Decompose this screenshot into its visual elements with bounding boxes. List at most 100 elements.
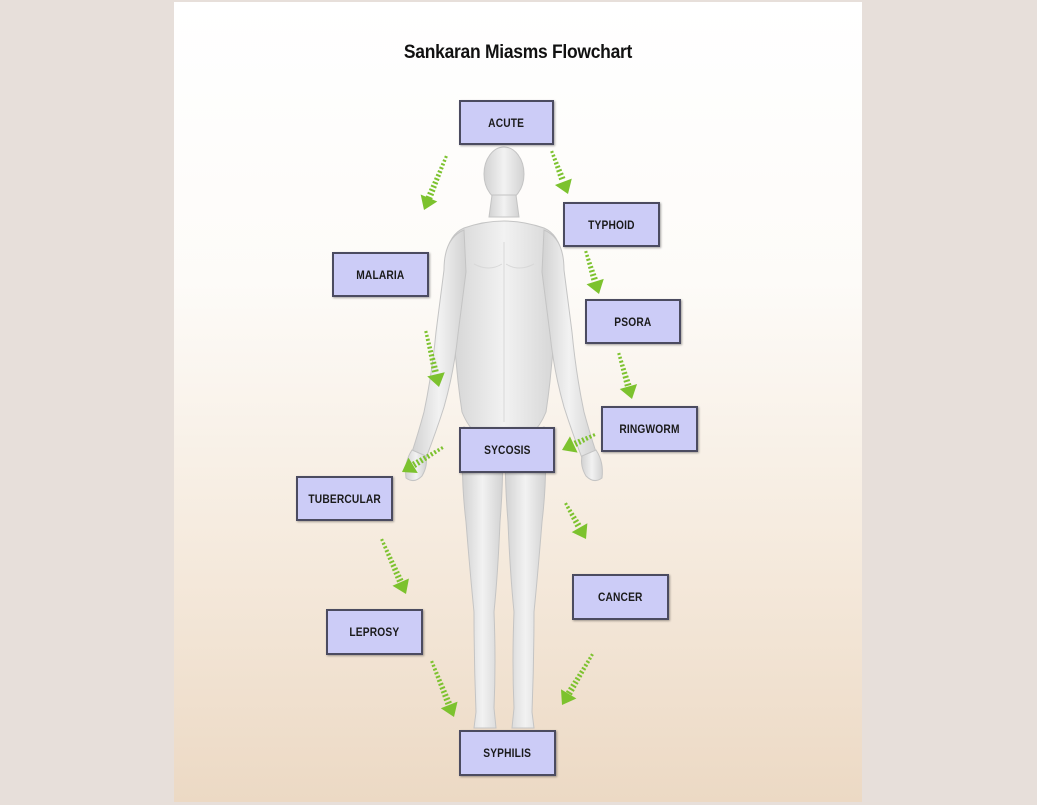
node-label: CANCER: [598, 590, 643, 604]
arrow-dash: [617, 354, 620, 355]
arrow-acute-to-malaria: [421, 156, 448, 210]
arrow-dash: [571, 684, 576, 687]
arrow-dash: [416, 460, 419, 465]
arrow-dash: [431, 661, 434, 662]
arrow-dash: [566, 507, 569, 509]
node-label: TUBERCULAR: [308, 492, 381, 506]
arrow-dash: [431, 185, 436, 187]
arrow-dash: [440, 687, 445, 689]
arrow-head: [572, 523, 588, 539]
arrow-dash: [575, 523, 581, 526]
arrow-dash: [584, 664, 588, 666]
arrow-dash: [394, 572, 400, 575]
arrow-dash: [435, 672, 439, 674]
arrow-dash: [586, 661, 589, 663]
arrow-dash: [554, 162, 558, 164]
arrow-dash: [430, 359, 435, 360]
arrow-dash: [392, 568, 397, 570]
node-ringworm: RINGWORM: [601, 406, 698, 452]
arrow-dash: [441, 447, 443, 450]
arrow-dash: [439, 683, 444, 685]
arrow-dash: [385, 550, 389, 552]
arrow-dash: [444, 698, 450, 700]
arrow-dash: [590, 435, 592, 438]
arrow-dash: [428, 351, 433, 352]
arrow-dash: [436, 676, 440, 678]
arrow-dash: [587, 263, 591, 264]
arrow-dash: [427, 347, 431, 348]
arrow-dash: [588, 658, 591, 660]
arrow-dash: [569, 688, 575, 691]
arrow-dash: [427, 343, 431, 344]
arrow-dash: [384, 547, 387, 549]
arrow-dash: [434, 178, 439, 180]
arrow-dash: [445, 702, 451, 705]
arrow-dash: [625, 384, 632, 386]
arrow-dash: [425, 335, 428, 336]
arrow-dash: [593, 434, 594, 437]
node-cancer: CANCER: [572, 574, 669, 620]
arrow-dash: [426, 339, 430, 340]
arrow-dash: [388, 557, 392, 559]
arrow-dash: [430, 362, 436, 363]
arrow-dash: [621, 369, 626, 370]
arrow-dash: [434, 450, 436, 453]
node-label: RINGWORM: [619, 422, 679, 436]
arrow-dash: [428, 193, 434, 196]
node-label: SYCOSIS: [484, 443, 531, 457]
node-psora: PSORA: [585, 299, 681, 344]
arrow-head: [427, 372, 445, 387]
node-malaria: MALARIA: [332, 252, 429, 297]
arrow-dash: [568, 510, 572, 512]
arrow-head: [555, 179, 572, 194]
arrow-ringworm-to-sycosis: [562, 434, 595, 453]
node-label: PSORA: [614, 315, 651, 329]
arrow-dash: [441, 691, 446, 693]
arrow-dash: [591, 654, 594, 656]
arrow-dash: [580, 671, 584, 673]
arrow-dash: [570, 513, 574, 515]
node-label: SYPHILIS: [484, 746, 532, 760]
arrow-dash: [432, 665, 435, 666]
arrow-dash: [555, 166, 560, 168]
arrow-dash: [588, 267, 593, 269]
arrow-dash: [574, 441, 577, 447]
arrow-dash: [624, 380, 630, 382]
arrow-dash: [586, 436, 588, 440]
arrow-tubercular-to-leprosy: [381, 539, 409, 594]
node-label: LEPROSY: [350, 625, 400, 639]
node-label: MALARIA: [356, 268, 404, 282]
arrow-dash: [578, 439, 581, 444]
arrow-dash: [590, 274, 596, 276]
arrow-dash: [436, 175, 441, 177]
arrow-dash: [573, 520, 578, 523]
node-sycosis: SYCOSIS: [459, 427, 555, 473]
arrow-dash: [429, 355, 434, 356]
arrow-dash: [438, 171, 442, 173]
arrow-dash: [423, 456, 426, 461]
arrow-dash: [582, 668, 586, 670]
arrow-leprosy-to-syphilis: [431, 661, 458, 717]
arrow-dash: [438, 449, 440, 452]
arrow-dash: [382, 543, 385, 544]
arrow-dash: [558, 173, 564, 175]
node-leprosy: LEPROSY: [326, 609, 423, 655]
arrow-head: [587, 279, 604, 294]
node-typhoid: TYPHOID: [563, 202, 660, 247]
arrow-dash: [389, 561, 394, 563]
arrow-dash: [565, 503, 568, 505]
arrow-dash: [577, 674, 581, 677]
arrow-dash: [432, 370, 439, 372]
arrow-cancer-to-syphilis: [561, 654, 593, 705]
arrow-head: [441, 702, 458, 717]
arrow-dash: [397, 579, 403, 582]
arrow-dash: [557, 170, 562, 172]
arrow-dash: [443, 694, 449, 696]
arrow-dash: [391, 564, 396, 566]
node-label: ACUTE: [489, 116, 525, 130]
node-acute: ACUTE: [459, 100, 554, 145]
arrow-dash: [445, 156, 448, 157]
arrow-dash: [395, 575, 401, 578]
node-label: TYPHOID: [588, 218, 635, 232]
